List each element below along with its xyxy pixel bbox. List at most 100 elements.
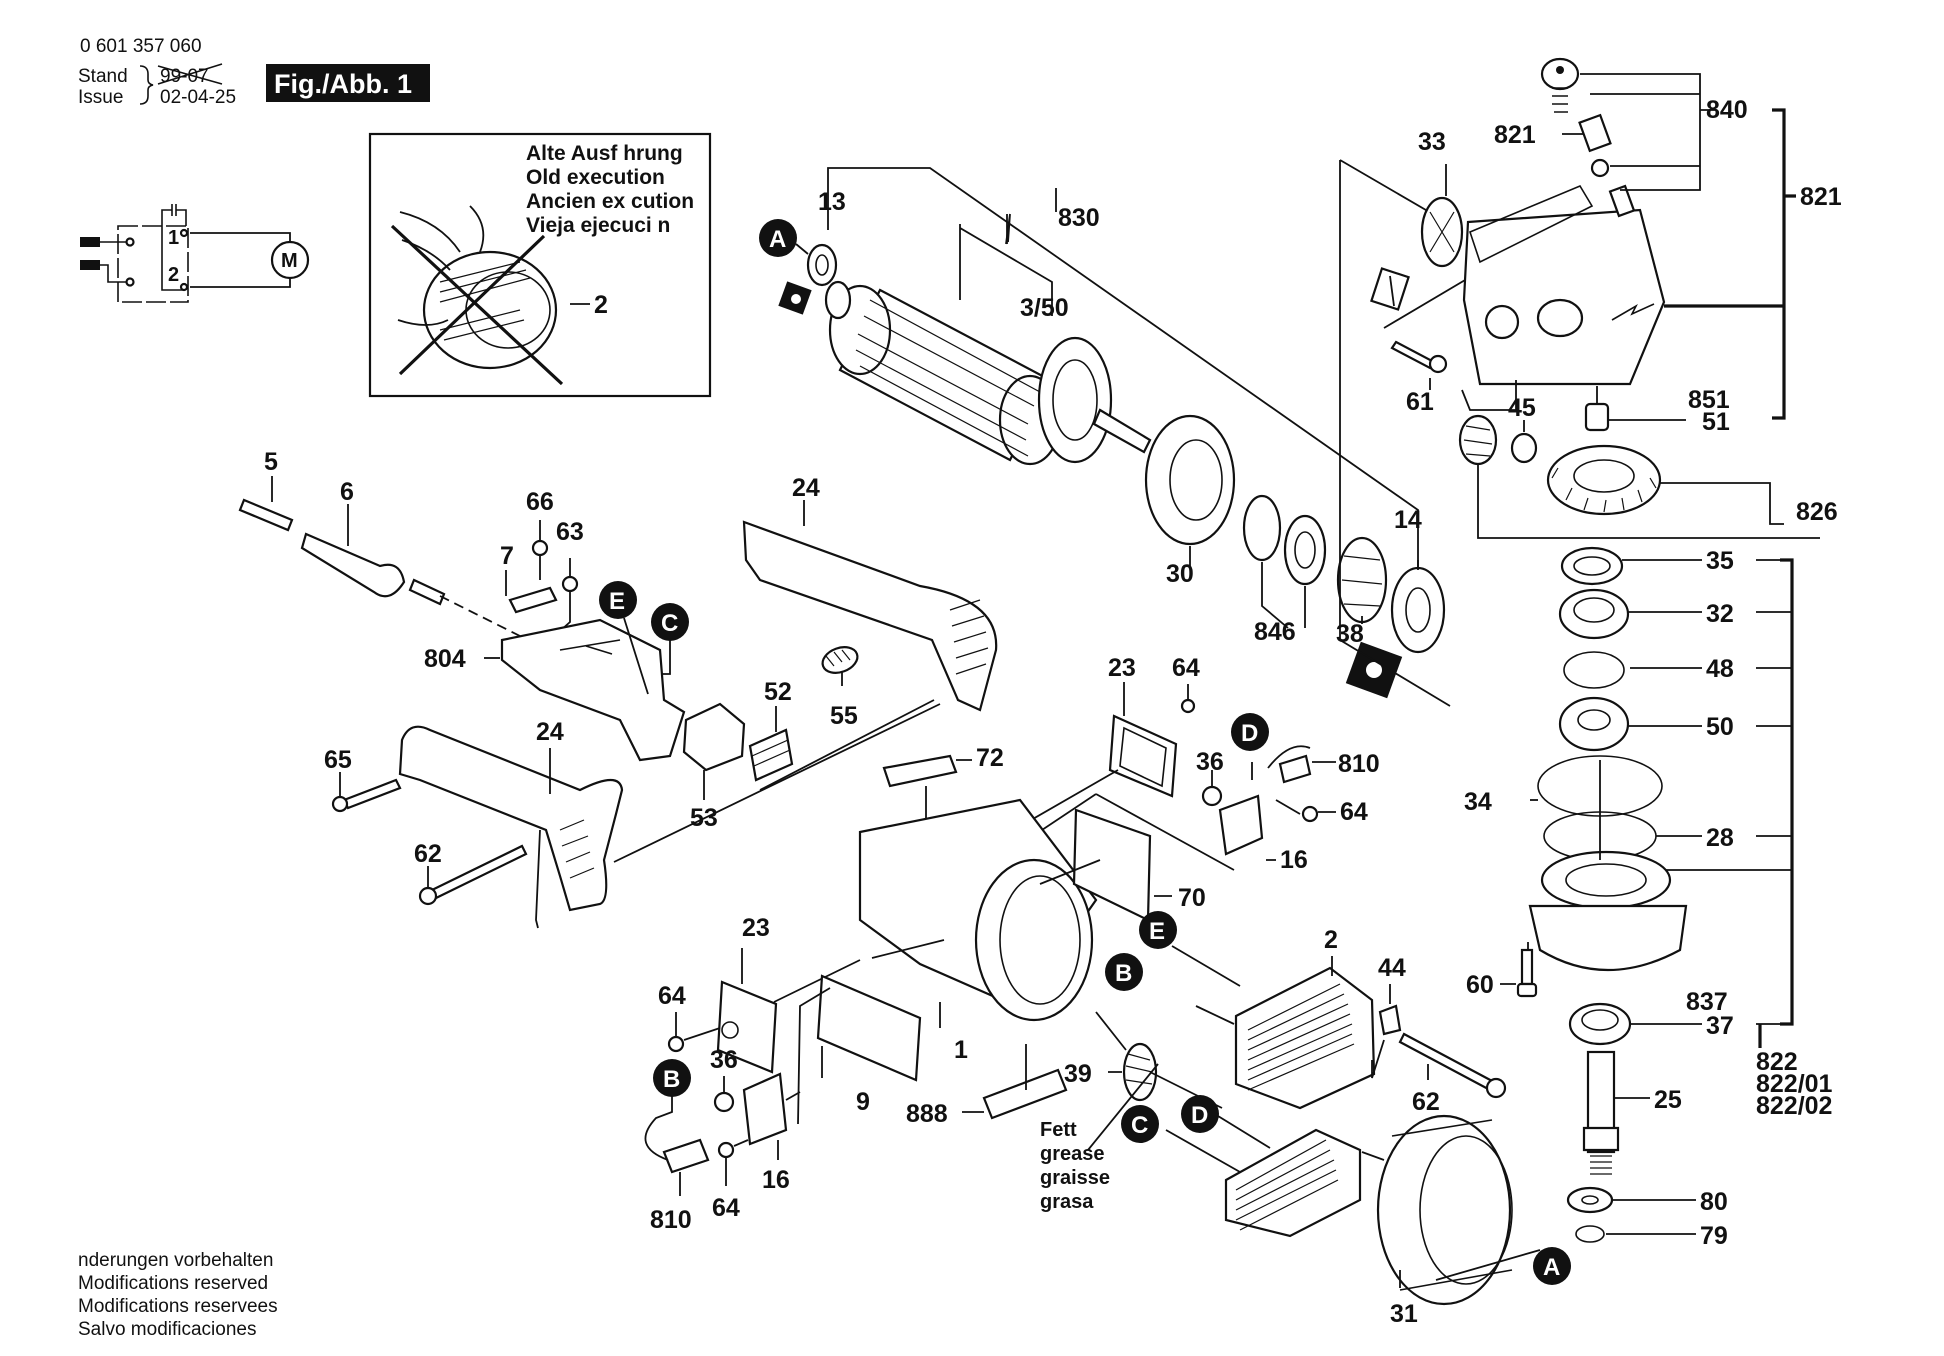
grease-pointer (1087, 1063, 1159, 1151)
part-label: 63 (556, 518, 584, 546)
bearing-14 (1390, 566, 1446, 654)
part-labels: 13 830 3/50 30 846 38 14 33 61 45 821 84… (264, 96, 1842, 1328)
part-label: 31 (1390, 1300, 1418, 1328)
field-coil-2 (1234, 966, 1376, 1110)
inset-part-label: 2 (594, 291, 608, 319)
part-label: 64 (1172, 654, 1200, 682)
bushing-51 (1584, 402, 1610, 432)
issue-date: 02-04-25 (160, 87, 236, 108)
screw-60 (1520, 948, 1534, 986)
part-label: 79 (1700, 1222, 1728, 1250)
part-label: 39 (1064, 1060, 1092, 1088)
bevel-gear-826 (1546, 444, 1662, 516)
footer-line-de: nderungen vorbehalten (78, 1250, 273, 1271)
part-number: 0 601 357 060 (80, 36, 202, 57)
part-label: 804 (424, 645, 466, 673)
svg-text:E: E (609, 588, 625, 615)
svg-text:A: A (1543, 1254, 1560, 1281)
inset-line-de: Alte Ausf hrung (526, 142, 683, 165)
strike-through-icon (157, 63, 223, 85)
figure-label: Fig./Abb. 1 (274, 69, 412, 99)
old-field-coil-drawing (390, 205, 564, 386)
motor-symbol-label: M (281, 250, 298, 272)
bearing-flange-drawing (1540, 850, 1672, 910)
wiring-schematic: 1 2 M (80, 204, 310, 303)
part-label: 33 (1418, 128, 1446, 156)
part-label: 6 (340, 478, 354, 506)
part-label: 60 (1466, 971, 1494, 999)
circlip-48 (1563, 651, 1625, 689)
bracket-821 (1664, 108, 1796, 420)
part-label: 36 (1196, 748, 1224, 776)
part-label: 38 (1336, 620, 1364, 648)
bearing-32 (1558, 588, 1630, 640)
washer-80 (1566, 1186, 1614, 1214)
part-label: 55 (830, 702, 858, 730)
ring-846b (1283, 514, 1327, 586)
part-label: 32 (1706, 600, 1734, 628)
part-label: 80 (1700, 1188, 1728, 1216)
field-housing-31 (1376, 1114, 1512, 1306)
part-label: 1 (954, 1036, 968, 1064)
inset-line-en: Old execution (526, 166, 665, 189)
marker-e-switch: E (599, 581, 637, 619)
svg-text:C: C (1131, 1112, 1148, 1139)
svg-text:E: E (1149, 918, 1165, 945)
part-label: 826 (1796, 498, 1838, 526)
switch-carrier-53 (682, 702, 746, 772)
part-label: 7 (500, 542, 514, 570)
svg-text:D: D (1191, 1102, 1208, 1129)
contact-2-label: 2 (168, 264, 179, 286)
carbon-brush-36-top (1201, 785, 1223, 807)
label-72 (882, 754, 958, 788)
part-label: 61 (1406, 388, 1434, 416)
part-label: 36 (710, 1046, 738, 1074)
part-label: 2 (1324, 926, 1338, 954)
screw-66 (531, 539, 549, 557)
brush-holder-16-top (1218, 794, 1264, 856)
bracket-822 (1758, 558, 1794, 1048)
issue-label: Issue (78, 87, 123, 108)
brush-cover-23-top (1108, 714, 1178, 798)
field-group (1165, 945, 1541, 1306)
inset-frame (368, 132, 712, 398)
switch-804 (500, 618, 686, 762)
part-label: 28 (1706, 824, 1734, 852)
o-ring-79 (1575, 1225, 1605, 1243)
screw-62-right (1398, 1032, 1496, 1092)
housing-half-24-top (742, 520, 998, 712)
part-label: 25 (1654, 1086, 1682, 1114)
part-label: 23 (1108, 654, 1136, 682)
screw-61 (1390, 340, 1436, 370)
part-label: 64 (1340, 798, 1368, 826)
svg-text:B: B (1115, 960, 1132, 987)
part-label: 72 (976, 744, 1004, 772)
needle-bearing-35 (1560, 546, 1624, 586)
screw-64-low (667, 1035, 685, 1053)
part-label: 837 (1686, 988, 1728, 1016)
armature-drawing (824, 280, 1152, 466)
armature-group (778, 167, 1446, 699)
screw-64-top (1180, 698, 1196, 714)
marker-b-low: B (653, 1059, 691, 1097)
part-label: 14 (1394, 506, 1422, 534)
old-execution-inset: Alte Ausf hrung Old execution Ancien ex … (368, 132, 712, 398)
bushing-icon (1370, 267, 1410, 311)
svg-text:C: C (661, 610, 678, 637)
nut-45 (1510, 432, 1538, 464)
plug-pin-icon (80, 237, 100, 247)
part-label: 16 (1280, 846, 1308, 874)
bearing-13 (806, 243, 838, 287)
grease-en: grease (1040, 1143, 1105, 1165)
part-label: 62 (414, 840, 442, 868)
crossed-out-icon (390, 224, 564, 386)
ring-846a (1242, 494, 1282, 562)
screw-62-left (430, 844, 528, 900)
part-label: 34 (1464, 788, 1492, 816)
marker-d-low: D (1181, 1095, 1219, 1133)
part-label: 810 (1338, 750, 1380, 778)
marker-c-switch: C (651, 603, 689, 641)
part-label: 830 (1058, 204, 1100, 232)
switch-box (117, 225, 189, 303)
part-label: 851 (1688, 386, 1730, 414)
